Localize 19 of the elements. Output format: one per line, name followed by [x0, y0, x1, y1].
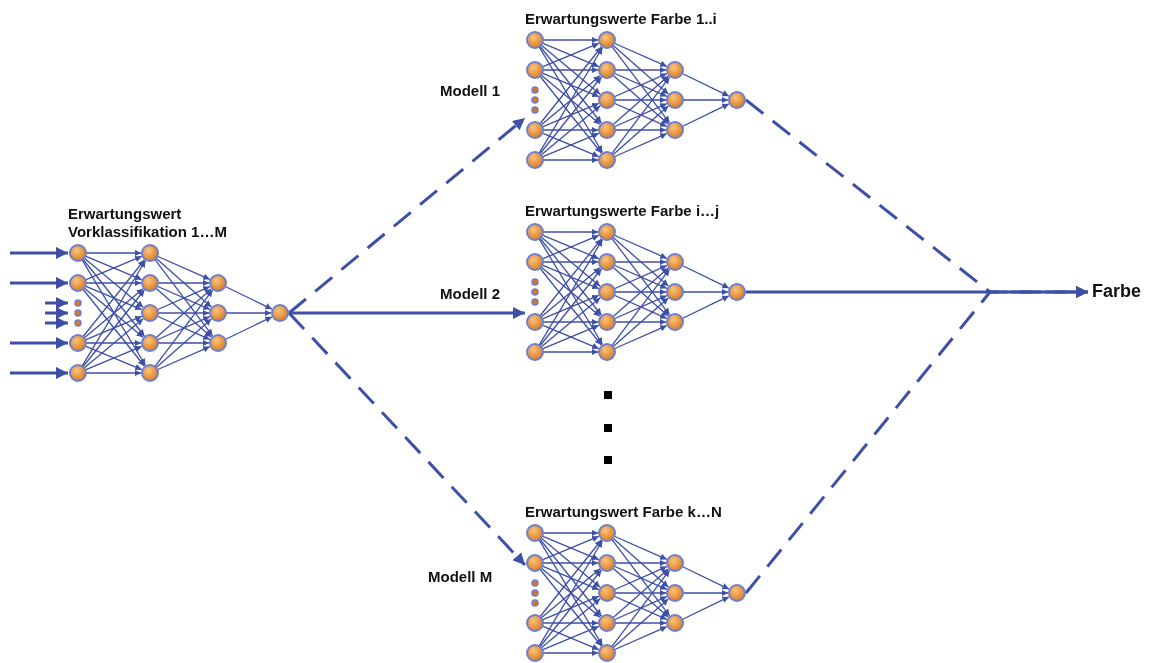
arrow	[45, 297, 68, 309]
arrow	[10, 277, 68, 289]
arrow	[45, 317, 68, 329]
arrow	[744, 286, 1088, 594]
output-label: Farbe	[1092, 281, 1142, 302]
network-title: Erwartungswerte Farbe i…j	[525, 202, 721, 220]
arrow	[288, 116, 526, 315]
edge-label: Modell 2	[438, 285, 502, 302]
arrow	[10, 247, 68, 259]
network-title: Erwartungswert Farbe k…N	[525, 503, 723, 521]
arrow	[10, 337, 68, 349]
network-title: Erwartungswerte Farbe 1..i	[525, 10, 718, 28]
edge-label: Modell M	[426, 568, 495, 585]
network-title: Erwartungswert Vorklassifikation 1…M	[68, 205, 228, 241]
arrow	[10, 367, 68, 379]
edge-label: Modell 1	[438, 82, 502, 99]
arrow	[289, 307, 525, 319]
arrow	[45, 307, 68, 319]
arrow	[287, 311, 527, 567]
